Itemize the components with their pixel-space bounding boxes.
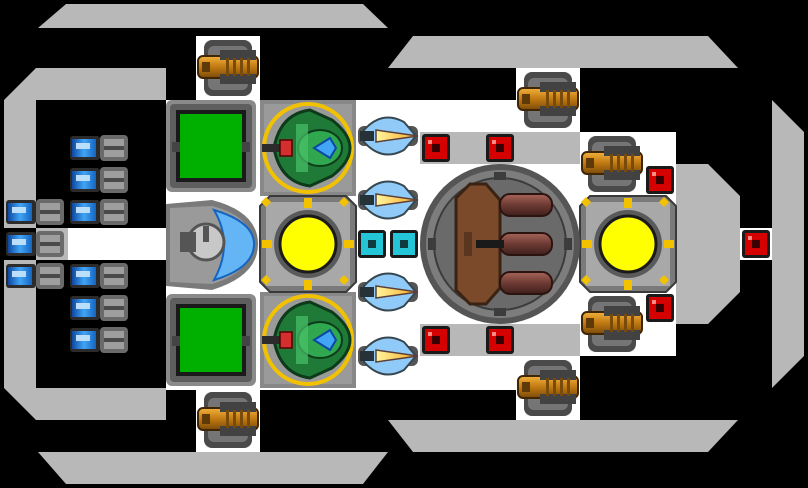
ammo-box[interactable]: [486, 326, 514, 354]
thruster[interactable]: [70, 327, 128, 353]
ammo-box[interactable]: [742, 230, 770, 258]
reactor-core[interactable]: [579, 195, 677, 293]
thruster[interactable]: [70, 263, 128, 289]
autocannon[interactable]: [517, 360, 579, 416]
plasma-launcher[interactable]: [358, 272, 419, 312]
thruster[interactable]: [6, 263, 64, 289]
thruster[interactable]: [70, 295, 128, 321]
thruster[interactable]: [70, 135, 128, 161]
thruster-group: [6, 135, 128, 353]
plasma-launcher[interactable]: [358, 336, 419, 376]
plasma-launcher[interactable]: [358, 180, 419, 220]
autocannon[interactable]: [197, 392, 259, 448]
energy-cell[interactable]: [390, 230, 418, 258]
hull-bottom-left-strip[interactable]: [38, 452, 388, 484]
reactor-core[interactable]: [259, 195, 357, 293]
power-cell[interactable]: [166, 294, 256, 386]
ammo-box[interactable]: [486, 134, 514, 162]
autocannon[interactable]: [581, 136, 643, 192]
ammo-box[interactable]: [422, 134, 450, 162]
hull-right-nose[interactable]: [676, 164, 740, 324]
ammo-box[interactable]: [646, 294, 674, 322]
hull-right-edge[interactable]: [772, 100, 804, 388]
hull-top-left-strip[interactable]: [38, 4, 388, 28]
cockpit-module[interactable]: [166, 200, 258, 290]
thruster[interactable]: [70, 167, 128, 193]
plasma-turret[interactable]: [260, 292, 356, 388]
plasma-launcher[interactable]: [358, 116, 419, 156]
plasma-turret[interactable]: [260, 100, 356, 196]
autocannon[interactable]: [197, 40, 259, 96]
hull-bottom-right-strip[interactable]: [388, 420, 738, 452]
hull-top-right-strip[interactable]: [388, 36, 738, 68]
energy-cell[interactable]: [358, 230, 386, 258]
floor-cell[interactable]: [68, 228, 168, 260]
ammo-box[interactable]: [646, 166, 674, 194]
ammo-box[interactable]: [422, 326, 450, 354]
power-cell[interactable]: [166, 100, 256, 192]
autocannon[interactable]: [581, 296, 643, 352]
thruster[interactable]: [70, 199, 128, 225]
main-cannon[interactable]: [420, 164, 580, 324]
autocannon[interactable]: [517, 72, 579, 128]
thruster[interactable]: [6, 199, 64, 225]
thruster[interactable]: [6, 231, 64, 257]
